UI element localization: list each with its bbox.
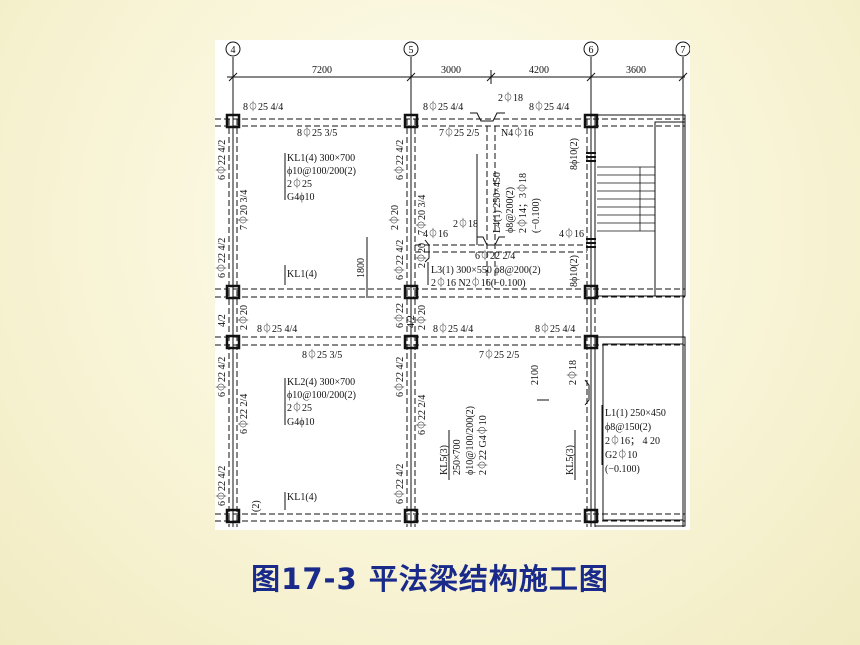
column-rebar-label: 6⏀22 4/2 — [215, 140, 228, 180]
small-bar-label: 4⏀16 — [559, 227, 584, 240]
column-rebar-label: 7⏀20 3/4 — [237, 190, 250, 230]
kl2-top-bars: 2⏀25 — [287, 401, 312, 414]
kl2-mid-rebar: 7⏀25 2/5 — [479, 348, 519, 361]
l4-bars: 2⏀14；3⏀18 — [516, 173, 529, 233]
dimension-3600: 3600 — [626, 65, 646, 76]
kl2-bottom-rebar: 8⏀25 3/5 — [302, 348, 342, 361]
kl1-spec: KL1(4) 300×700 — [287, 153, 355, 164]
kl2-stirrup: ϕ10@100/200(2) — [287, 390, 356, 401]
column-rebar-label: 6⏀22 2/4 — [415, 395, 428, 435]
l1-stirrup: ϕ8@150(2) — [605, 422, 651, 433]
dimension-4200: 4200 — [529, 65, 549, 76]
kl5-bars: 2⏀22 G4⏀10 — [476, 415, 489, 475]
column-rebar-label: 6⏀22 4/2 — [215, 466, 228, 506]
kl2-spec: KL2(4) 300×700 — [287, 377, 355, 388]
column-rebar-label: 6⏀22 2/4 — [237, 394, 250, 434]
small-bar-label: 2⏀18 — [453, 217, 478, 230]
small-bar-label: 4⏀16 — [423, 227, 448, 240]
axis-label-4: 4 — [231, 45, 236, 56]
dimension-1800: 1800 — [356, 258, 367, 278]
kl5-label: KL5(3) — [565, 445, 576, 475]
beam-plan-svg: 4 5 6 7 7200 3000 4200 3600 1800 2100 8⏀… — [215, 41, 690, 527]
column-rebar-label: 2⏀20 — [237, 305, 250, 330]
axis-label-5: 5 — [409, 45, 414, 56]
kl1-side-bars: G4ϕ10 — [287, 192, 315, 203]
column-rebar-label: (2) — [251, 500, 262, 512]
axis-label-7: 7 — [681, 45, 686, 56]
small-bar-label: 2⏀20 — [388, 205, 401, 230]
column-rebar-label: 2⏀20 — [415, 243, 428, 268]
l4-spec: L4(1) 250×450 — [492, 172, 503, 233]
stirrup-label: 8ϕ10(2) — [569, 255, 580, 287]
top-rebar-label: 8⏀25 4/4 — [535, 322, 575, 335]
l3-bottom-rebar: 6⏀22 2/4 — [475, 249, 515, 262]
kl1-mid-rebar: 7⏀25 2/5 — [439, 126, 479, 139]
l3-bars: 2⏀16 N2⏀16(−0.100) — [431, 276, 526, 289]
column-rebar-label: 6⏀22 4/2 — [393, 140, 406, 180]
column-rebar-label: 6⏀22 4/2 — [215, 357, 228, 397]
dimension-7200: 7200 — [312, 65, 332, 76]
kl5-size: 250×700 — [452, 439, 463, 475]
kl2-side-bars: G4ϕ10 — [287, 417, 315, 428]
top-rebar-label: 8⏀25 4/4 — [423, 100, 463, 113]
column-rebar-label: 7⏀20 3/4 — [415, 195, 428, 235]
small-bar-label: 2⏀18 — [566, 360, 579, 385]
kl5-label: KL5(3) — [439, 445, 450, 475]
top-rebar-label: 8⏀25 4/4 — [257, 322, 297, 335]
l4-elevation: (−0.100) — [531, 198, 542, 233]
l1-elevation: (−0.100) — [605, 464, 640, 475]
column-rebar-label: 6⏀22 4/2 — [393, 464, 406, 504]
column-rebar-label: 6⏀22 4/2 — [393, 240, 406, 280]
column-rebar-label: 6⏀22 4/2 — [215, 238, 228, 278]
top-rebar-label: 8⏀25 4/4 — [243, 100, 283, 113]
column-rebar-label: 6⏀22 — [393, 303, 406, 328]
kl5-stirrup: ϕ10@100/200(2) — [465, 406, 476, 475]
kl1-top-bars: 2⏀25 — [287, 177, 312, 190]
l4-stirrup: ϕ8@200(2) — [505, 187, 516, 233]
axis-label-6: 6 — [589, 45, 594, 56]
figure-caption: 图17-3 平法梁结构施工图 — [251, 562, 609, 596]
dimension-3000: 3000 — [441, 65, 461, 76]
column-rebar-label: 2⏀20 — [415, 305, 428, 330]
top-rebar-label: 8⏀25 4/4 — [529, 100, 569, 113]
l1-side-bars: G2⏀10 — [605, 448, 637, 461]
top-rebar-label: 8⏀25 4/4 — [433, 322, 473, 335]
kl1-label: KL1(4) — [287, 492, 317, 503]
kl1-label: KL1(4) — [287, 269, 317, 280]
dimension-2100: 2100 — [530, 365, 541, 385]
kl1-torsion-bars: N4⏀16 — [501, 126, 533, 139]
stirrup-label: 8ϕ10(2) — [569, 138, 580, 170]
bent-bar-label: 2⏀18 — [498, 91, 523, 104]
column-rebar-label: 6⏀22 4/2 — [393, 357, 406, 397]
l1-bars: 2⏀16； 4 20 — [605, 434, 660, 447]
kl1-bottom-rebar: 8⏀25 3/5 — [297, 126, 337, 139]
column-rebar-label: 4/2 — [406, 315, 417, 328]
structural-drawing: 4 5 6 7 7200 3000 4200 3600 1800 2100 8⏀… — [215, 40, 690, 530]
column-rebar-label: 4/2 — [217, 314, 228, 327]
l3-spec: L3(1) 300×550 ϕ8@200(2) — [431, 265, 541, 276]
kl1-stirrup: ϕ10@100/200(2) — [287, 166, 356, 177]
l1-spec: L1(1) 250×450 — [605, 408, 666, 419]
